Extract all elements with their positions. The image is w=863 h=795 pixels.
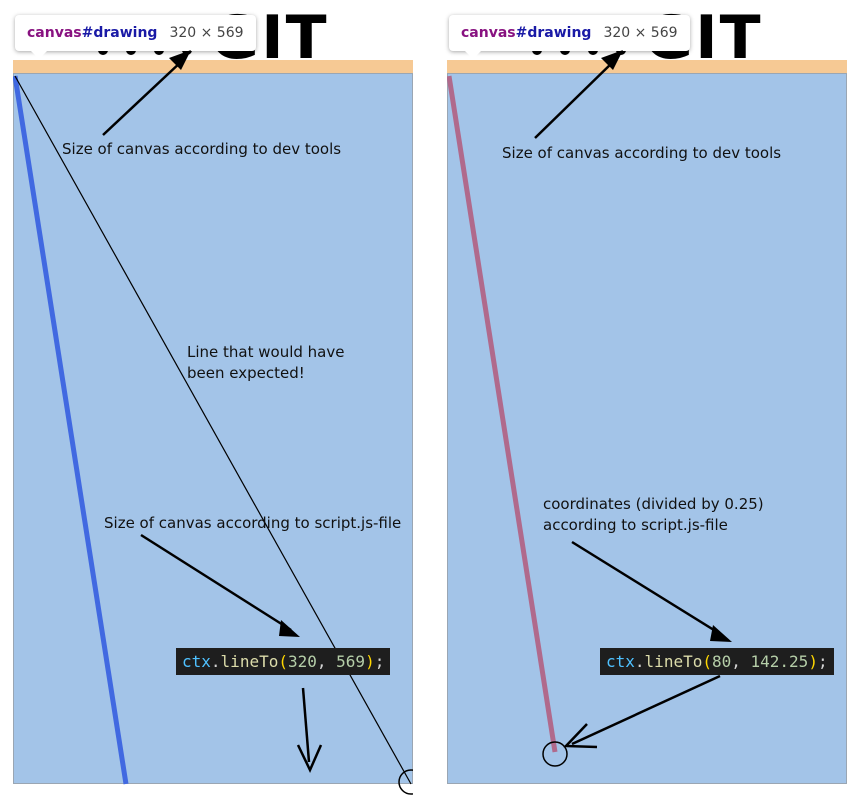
arrow-to-code	[140, 533, 292, 632]
arrowhead-code	[279, 620, 300, 637]
code-function: lineTo	[644, 652, 703, 671]
code-semicolon: ;	[817, 652, 828, 671]
code-comma: ,	[316, 652, 337, 671]
code-close-paren: )	[365, 652, 375, 671]
code-arg-y: 142.25	[750, 652, 809, 671]
arrowhead-tooltip	[169, 50, 191, 70]
code-dot: .	[210, 652, 221, 671]
endpoint-circle	[542, 741, 568, 767]
arrow-to-tooltip	[534, 59, 616, 139]
code-snippet: ctx.lineTo(320, 569);	[176, 648, 391, 675]
code-open-paren: (	[702, 652, 712, 671]
code-open-paren: (	[278, 652, 288, 671]
note-coords-1: coordinates (divided by 0.25)	[543, 495, 764, 513]
tooltip-element-id: #drawing	[515, 25, 592, 41]
devtools-highlight-bar	[447, 60, 847, 73]
code-dot: .	[634, 652, 645, 671]
code-arg-x: 320	[287, 652, 317, 671]
arrow-to-tooltip	[102, 59, 184, 136]
right-annotations	[447, 50, 732, 767]
code-comma: ,	[731, 652, 751, 671]
arrowhead-endpoint	[563, 723, 598, 749]
expected-line	[14, 75, 412, 785]
note-devtools-size: Size of canvas according to dev tools	[62, 140, 342, 158]
arrowhead-down	[296, 744, 323, 773]
code-object: ctx	[606, 652, 635, 671]
code-arg-x: 80	[711, 652, 732, 671]
code-object: ctx	[182, 652, 211, 671]
code-function: lineTo	[220, 652, 279, 671]
tooltip-element-name: canvas	[461, 25, 516, 41]
left-annotations	[13, 50, 413, 795]
tooltip-element-id: #drawing	[81, 25, 158, 41]
arrow-down	[301, 687, 311, 763]
devtools-highlight-bar	[13, 60, 413, 73]
code-close-paren: )	[808, 652, 818, 671]
arrow-to-endpoint	[571, 674, 721, 746]
devtools-tooltip: canvas#drawing 320 × 569	[449, 15, 690, 59]
note-script-size: Size of canvas according to script.js-fi…	[104, 514, 402, 532]
drawn-line	[447, 75, 558, 753]
arrowhead-tooltip	[601, 50, 623, 70]
code-semicolon: ;	[374, 652, 385, 671]
tooltip-element-name: canvas	[27, 25, 82, 41]
note-devtools-size: Size of canvas according to dev tools	[502, 144, 782, 162]
endpoint-circle	[398, 769, 413, 795]
code-snippet: ctx.lineTo(80, 142.25);	[600, 648, 834, 675]
arrowhead-code	[710, 625, 732, 642]
note-coords-2: according to script.js-file	[543, 516, 728, 534]
note-expected-line-2: been expected!	[187, 364, 305, 382]
tooltip-size: 320 × 569	[169, 25, 244, 41]
arrow-to-code	[571, 540, 723, 637]
tooltip-size: 320 × 569	[603, 25, 678, 41]
note-expected-line-1: Line that would have	[187, 343, 345, 361]
devtools-tooltip: canvas#drawing 320 × 569	[15, 15, 256, 59]
drawn-line	[13, 75, 129, 785]
code-arg-y: 569	[336, 652, 366, 671]
